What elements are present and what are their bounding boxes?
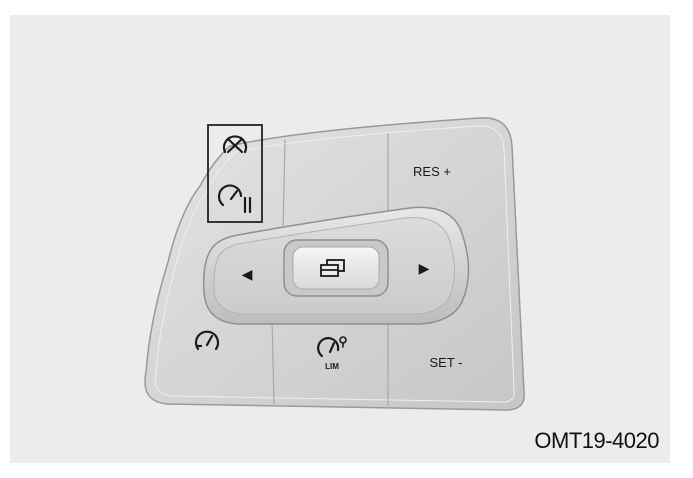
housing-highlight [154, 125, 515, 403]
mode-button[interactable] [283, 239, 389, 297]
res-plus-button[interactable]: RES + [392, 140, 498, 210]
distance-button[interactable] [217, 184, 252, 214]
mode-switch-icon [320, 259, 345, 277]
arrow-left-icon: ◀ [242, 266, 253, 282]
cruise-cancel-button[interactable] [222, 135, 248, 154]
arrow-right-icon: ▶ [419, 260, 430, 276]
figure-code: OMT19-4020 [534, 428, 659, 453]
cruise-control-button[interactable] [176, 322, 266, 392]
vehicle-distance-icon [217, 184, 252, 214]
set-minus-button[interactable]: SET - [392, 326, 504, 402]
cruise-control-icon [194, 330, 220, 351]
left-arrow-button[interactable]: ◀ [226, 252, 278, 298]
lim-label: LIM [325, 362, 339, 371]
cruise-cancel-icon [222, 135, 248, 154]
highlight-box [207, 124, 263, 223]
speed-limiter-button[interactable]: LIM [280, 322, 384, 398]
right-arrow-button[interactable]: ▶ [398, 240, 448, 296]
button-dividers [271, 133, 389, 406]
speed-limiter-icon [317, 336, 347, 358]
res-plus-label: RES + [413, 164, 451, 179]
set-minus-label: SET - [430, 355, 463, 370]
top-middle-button[interactable] [290, 140, 384, 212]
